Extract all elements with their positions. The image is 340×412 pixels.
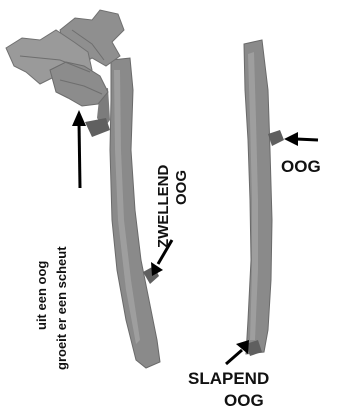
arrow-shoot-head bbox=[72, 110, 86, 126]
label-slapend-line1: SLAPEND bbox=[188, 369, 269, 388]
young-shoot-leaves bbox=[6, 10, 124, 106]
arrow-shoot-line bbox=[79, 122, 80, 188]
labels: ZWELLEND OOG OOG SLAPEND OOG uit een oog… bbox=[34, 157, 321, 410]
leaf-mid bbox=[50, 62, 108, 106]
shoot-base-bud bbox=[85, 118, 110, 137]
eye-bud bbox=[268, 130, 284, 146]
label-uit-line1: uit een oog bbox=[34, 261, 49, 330]
label-oog: OOG bbox=[281, 157, 321, 176]
right-cutting bbox=[244, 40, 284, 356]
right-stem bbox=[244, 40, 272, 354]
label-slapend-line2: OOG bbox=[224, 391, 264, 410]
label-zwellend-line1: ZWELLEND bbox=[155, 165, 172, 248]
arrow-oog-head bbox=[284, 132, 298, 146]
arrow-slapend-line bbox=[226, 350, 242, 364]
arrows bbox=[72, 110, 318, 364]
label-uit-line2: groeit er een scheut bbox=[54, 246, 69, 370]
arrow-oog-line bbox=[296, 139, 318, 140]
label-zwellend-line2: OOG bbox=[173, 170, 190, 205]
